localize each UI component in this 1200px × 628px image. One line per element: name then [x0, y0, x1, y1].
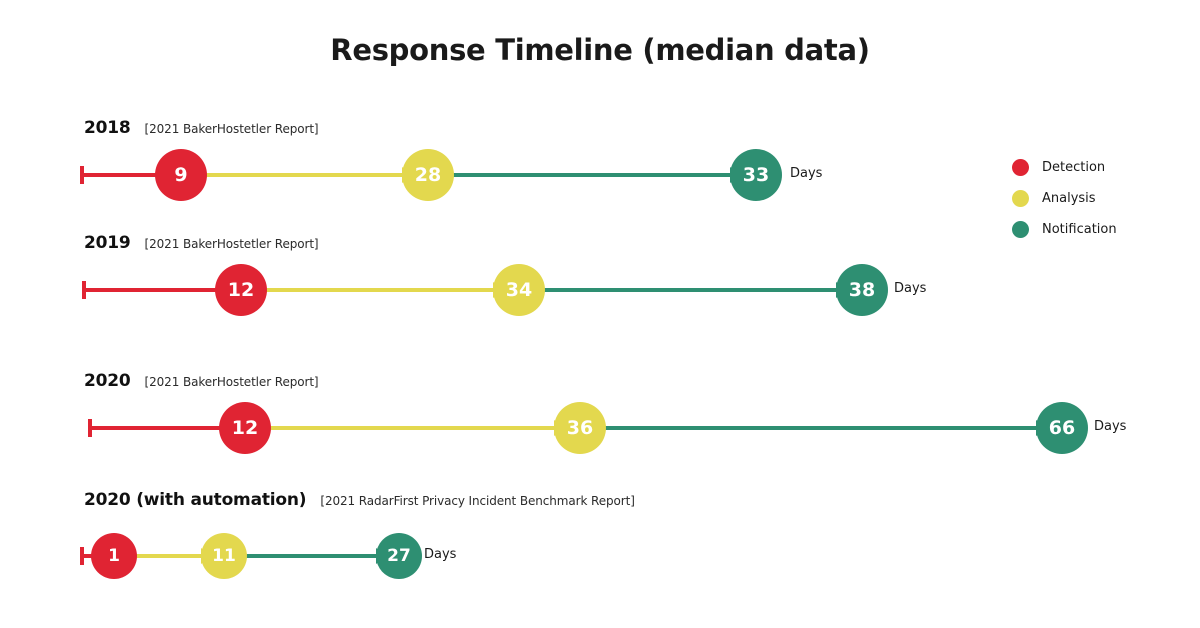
row-citation-label: [2021 BakerHostetler Report] — [144, 122, 319, 136]
row-header: 2020 (with automation) [2021 RadarFirst P… — [84, 490, 635, 510]
timeline-track: 9 28 33 Days — [0, 145, 1200, 205]
analysis-segment — [114, 554, 203, 558]
legend-item[interactable]: Analysis — [1012, 183, 1117, 214]
legend-color-swatch-icon — [1012, 159, 1029, 176]
detection-node: 12 — [215, 264, 267, 316]
notification-node: 38 — [836, 264, 888, 316]
notification-segment — [428, 173, 732, 177]
legend-item-label: Detection — [1042, 160, 1106, 175]
detection-node: 9 — [155, 149, 207, 201]
analysis-node: 36 — [554, 402, 606, 454]
detection-segment — [90, 426, 245, 430]
analysis-node: 34 — [493, 264, 545, 316]
legend-item-label: Analysis — [1042, 191, 1096, 206]
notification-segment — [580, 426, 1038, 430]
row-header: 2018 [2021 BakerHostetler Report] — [84, 118, 319, 138]
days-unit-label: Days — [894, 281, 927, 296]
notification-node: 66 — [1036, 402, 1088, 454]
row-citation-label: [2021 BakerHostetler Report] — [144, 375, 319, 389]
row-year-label: 2019 — [84, 233, 131, 253]
days-unit-label: Days — [790, 166, 823, 181]
detection-node: 1 — [91, 533, 137, 579]
detection-segment — [84, 288, 241, 292]
days-unit-label: Days — [1094, 419, 1127, 434]
legend-color-swatch-icon — [1012, 190, 1029, 207]
timeline-track: 12 34 38 Days — [0, 260, 1200, 320]
notification-segment — [224, 554, 378, 558]
analysis-segment — [245, 426, 556, 430]
page-title: Response Timeline (median data) — [330, 33, 870, 67]
row-year-label: 2020 (with automation) — [84, 490, 307, 510]
analysis-node: 11 — [201, 533, 247, 579]
row-year-label: 2020 — [84, 371, 131, 391]
row-header: 2019 [2021 BakerHostetler Report] — [84, 233, 319, 253]
analysis-segment — [241, 288, 495, 292]
row-header: 2020 [2021 BakerHostetler Report] — [84, 371, 319, 391]
analysis-node: 28 — [402, 149, 454, 201]
analysis-segment — [181, 173, 404, 177]
legend-item[interactable]: Detection — [1012, 152, 1117, 183]
legend-color-swatch-icon — [1012, 221, 1029, 238]
notification-node: 33 — [730, 149, 782, 201]
legend-item[interactable]: Notification — [1012, 214, 1117, 245]
timeline-track: 12 36 66 Days — [0, 398, 1200, 458]
row-citation-label: [2021 BakerHostetler Report] — [144, 237, 319, 251]
detection-segment — [82, 173, 181, 177]
detection-node: 12 — [219, 402, 271, 454]
days-unit-label: Days — [424, 547, 457, 562]
row-year-label: 2018 — [84, 118, 131, 138]
notification-node: 27 — [376, 533, 422, 579]
notification-segment — [519, 288, 838, 292]
legend-item-label: Notification — [1042, 222, 1117, 237]
row-citation-label: [2021 RadarFirst Privacy Incident Benchm… — [320, 494, 635, 508]
